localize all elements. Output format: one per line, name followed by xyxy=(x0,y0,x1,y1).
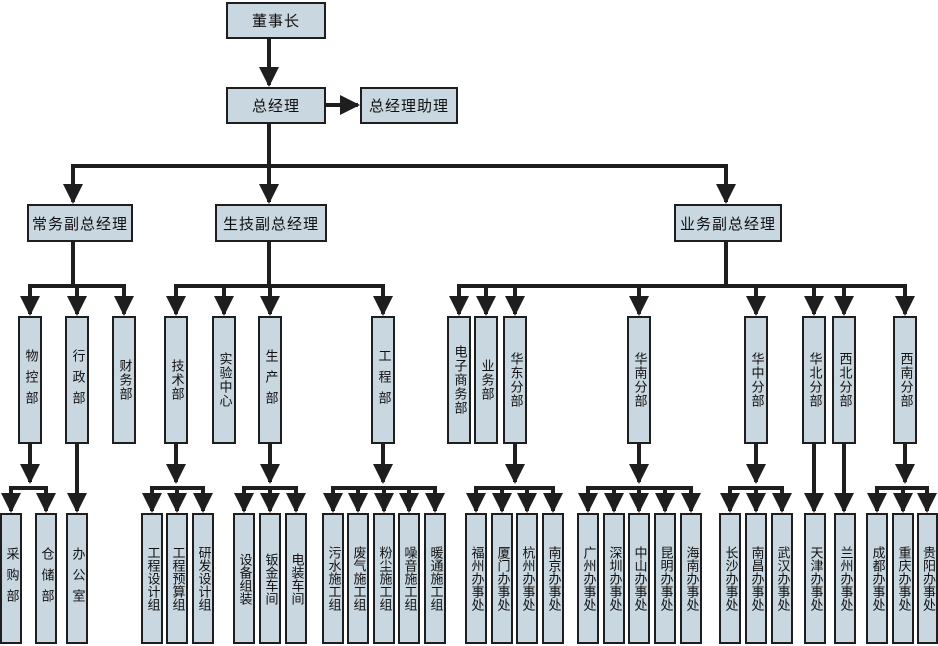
node-hainan-office: 海南办事处 xyxy=(680,513,702,644)
node-general-manager: 总经理 xyxy=(226,87,326,124)
node-noise-team: 噪音施工组 xyxy=(398,513,420,644)
node-engineering: 工程部 xyxy=(371,316,395,444)
node-northwest: 西北分部 xyxy=(832,316,856,444)
node-equipment-assembly: 设备组装 xyxy=(233,513,255,644)
node-office: 办公室 xyxy=(66,513,88,644)
node-nanjing-office: 南京办事处 xyxy=(542,513,564,644)
node-gm-assistant: 总经理助理 xyxy=(360,87,458,124)
node-business-vp: 业务副总经理 xyxy=(674,204,782,242)
node-guiyang-office: 贵阳办事处 xyxy=(917,513,938,644)
node-technical: 技术部 xyxy=(164,316,188,444)
node-chongqing-office: 重庆办事处 xyxy=(892,513,914,644)
node-lanzhou-office: 兰州办事处 xyxy=(834,513,856,644)
node-admin: 行政部 xyxy=(65,316,89,444)
node-exhaust-team: 废气施工组 xyxy=(347,513,369,644)
node-central-china: 华中分部 xyxy=(744,316,768,444)
node-production: 生产部 xyxy=(258,316,282,444)
node-eng-budget-team: 工程预算组 xyxy=(166,513,188,644)
node-electrical-workshop: 电装车间 xyxy=(285,513,307,644)
node-tianjin-office: 天津办事处 xyxy=(804,513,826,644)
node-dust-team: 粉尘施工组 xyxy=(373,513,395,644)
node-finance: 财务部 xyxy=(112,316,136,444)
node-fuzhou-office: 福州办事处 xyxy=(465,513,487,644)
node-warehouse: 仓储部 xyxy=(35,513,57,644)
node-eng-design-team: 工程设计组 xyxy=(141,513,163,644)
node-nanchang-office: 南昌办事处 xyxy=(745,513,767,644)
node-sewage-team: 污水施工组 xyxy=(322,513,344,644)
node-east-china: 华东分部 xyxy=(503,316,527,444)
node-chengdu-office: 成都办事处 xyxy=(866,513,888,644)
node-production-tech-vp: 生技副总经理 xyxy=(215,204,327,242)
node-purchasing: 采购部 xyxy=(0,513,22,644)
node-xiamen-office: 厦门办事处 xyxy=(491,513,513,644)
node-rnd-design-team: 研发设计组 xyxy=(192,513,214,644)
node-south-china: 华南分部 xyxy=(627,316,651,444)
node-north-china: 华北分部 xyxy=(802,316,826,444)
node-ecommerce: 电子商务部 xyxy=(447,316,471,444)
node-hangzhou-office: 杭州办事处 xyxy=(516,513,538,644)
node-business: 业务部 xyxy=(474,316,498,444)
node-shenzhen-office: 深圳办事处 xyxy=(603,513,625,644)
node-executive-vp: 常务副总经理 xyxy=(27,204,133,242)
node-changsha-office: 长沙办事处 xyxy=(719,513,741,644)
node-kunming-office: 昆明办事处 xyxy=(654,513,676,644)
node-guangzhou-office: 广州办事处 xyxy=(577,513,599,644)
node-zhongshan-office: 中山办事处 xyxy=(628,513,650,644)
node-hvac-team: 暖通施工组 xyxy=(424,513,446,644)
node-chairman: 董事长 xyxy=(226,2,326,39)
node-wuhan-office: 武汉办事处 xyxy=(771,513,793,644)
node-southwest: 西南分部 xyxy=(893,316,917,444)
node-sheet-metal-workshop: 钣金车间 xyxy=(259,513,281,644)
node-lab-center: 实验中心 xyxy=(212,316,236,444)
node-material-control: 物控部 xyxy=(18,316,42,444)
